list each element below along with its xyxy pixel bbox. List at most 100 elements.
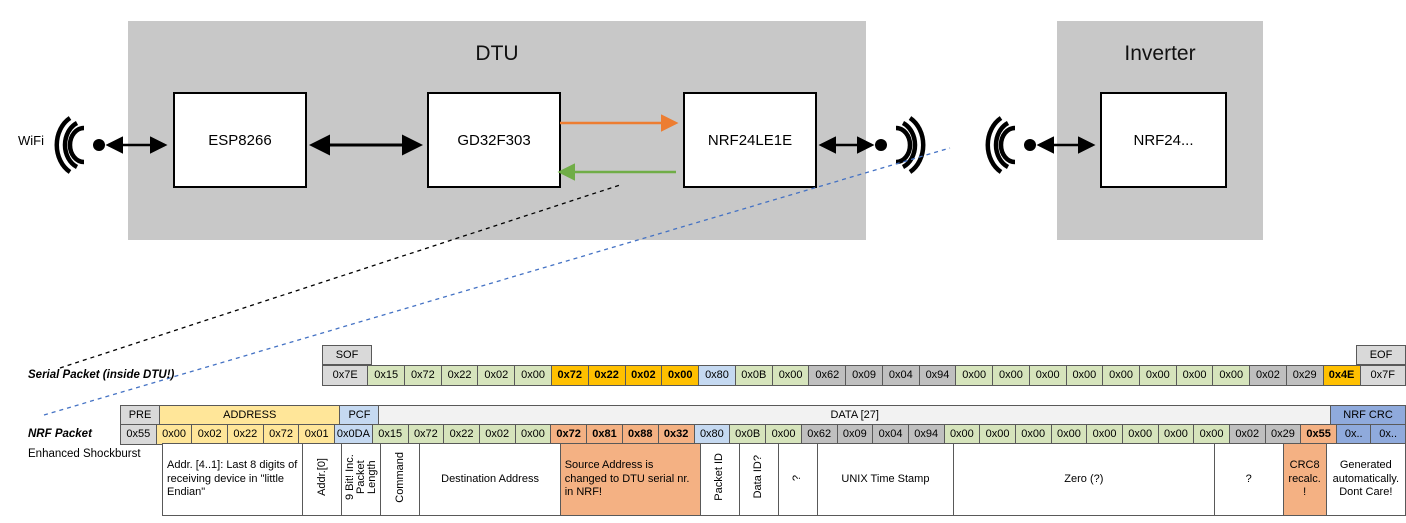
nrf-byte-cell: 0x.. [1336, 424, 1372, 445]
nrf-description-text: Packet ID [713, 453, 726, 501]
chip-nrf24-label: NRF24... [1133, 131, 1194, 149]
nrf-group-header: PCF [339, 405, 380, 425]
nrf-byte-cell: 0x55 [1300, 424, 1338, 445]
serial-byte-cell: 0x02 [1249, 365, 1287, 386]
serial-byte-cell: 0x80 [698, 365, 736, 386]
serial-byte-cell: 0x00 [661, 365, 700, 386]
chip-nrf24le1e-label: NRF24LE1E [707, 131, 793, 149]
serial-byte-cell: 0x72 [550, 365, 589, 386]
nrf-byte-cell: 0x00 [514, 424, 552, 445]
serial-byte-cell: 0x62 [808, 365, 847, 386]
nrf-group-header: ADDRESS [158, 405, 341, 425]
serial-byte-cell: 0x00 [1175, 365, 1214, 386]
nrf-byte-cell: 0x00 [1121, 424, 1159, 445]
nrf-description-cell: Command [380, 443, 421, 516]
nrf-byte-cell: 0x02 [1228, 424, 1266, 445]
nrf-description-text: Command [393, 451, 406, 503]
dtu-title: DTU [475, 42, 519, 65]
nrf-byte-cell: 0x00 [1086, 424, 1123, 445]
nrf-byte-cell: 0x88 [621, 424, 659, 445]
chip-esp8266-label: ESP8266 [208, 131, 272, 149]
nrf-byte-cell: 0x22 [443, 424, 480, 445]
nrf-byte-cell: 0x02 [478, 424, 516, 445]
serial-byte-cell: 0x15 [367, 365, 406, 386]
nrf-description-text: ? [791, 475, 804, 482]
nrf-description-cell: Destination Address [419, 443, 561, 516]
nrf-byte-cell: 0x94 [907, 424, 945, 445]
nrf-description-row: Addr. [4..1]: Last 8 digits of receiving… [120, 443, 1406, 516]
nrf-byte-cell: 0x00 [1050, 424, 1088, 445]
serial-byte-cell: 0x00 [1138, 365, 1177, 386]
nrf-byte-cell: 0x04 [872, 424, 909, 445]
nrf-byte-cell: 0x80 [693, 424, 731, 445]
nrf-byte-cell: 0x72 [550, 424, 588, 445]
nrf-description-cell: Zero (?) [953, 443, 1215, 516]
nrf-description-cell: UNIX Time Stamp [816, 443, 955, 516]
serial-byte-cell: 0x00 [1102, 365, 1140, 386]
wifi-label: WiFi [18, 133, 44, 148]
serial-packet-label: Serial Packet (inside DTU!) [28, 369, 175, 381]
nrf-byte-cell: 0x00 [1193, 424, 1230, 445]
nrf-byte-cell: 0x00 [1014, 424, 1052, 445]
nrf-description-cell: ? [1213, 443, 1284, 516]
nrf-byte-cell: 0x09 [836, 424, 874, 445]
nrf-group-header: PRE [120, 405, 160, 425]
serial-byte-cell: 0x00 [1028, 365, 1067, 386]
serial-byte-cell: 0x02 [477, 365, 516, 386]
serial-byte-cell: 0x22 [440, 365, 479, 386]
serial-byte-cell: 0x04 [881, 365, 920, 386]
serial-byte-cell: 0x72 [404, 365, 442, 386]
nrf-byte-cell: 0x72 [262, 424, 300, 445]
nrf-byte-cell: 0x55 [120, 424, 157, 445]
chip-gd32f303-label: GD32F303 [457, 131, 531, 149]
serial-byte-cell: 0x29 [1285, 365, 1324, 386]
serial-header-row: SOF EOF [322, 345, 1406, 365]
nrf-byte-cell: 0x.. [1370, 424, 1406, 445]
serial-byte-cell: 0x02 [624, 365, 663, 386]
nrf-description-text: Data ID? [752, 455, 765, 499]
nrf-byte-cell: 0x0B [729, 424, 767, 445]
nrf-byte-cell: 0x00 [979, 424, 1016, 445]
serial-byte-cell: 0x94 [918, 365, 957, 386]
serial-byte-cell: 0x00 [1065, 365, 1104, 386]
nrf-description-cell: Addr.[0] [302, 443, 343, 516]
nrf-description-cell: Data ID? [738, 443, 779, 516]
nrf-description-cell: 9 Bit! Inc. Packet Length [341, 443, 382, 516]
inverter-antenna-dot [1024, 139, 1036, 151]
nrf-description-text: 9 Bit! Inc. Packet Length [343, 454, 378, 500]
nrf-byte-cell: 0x29 [1264, 424, 1302, 445]
nrf-byte-cell: 0x81 [586, 424, 623, 445]
serial-sof-value: 0x7E [321, 365, 369, 386]
chip-nrf24: NRF24... [1100, 92, 1227, 188]
nrf-byte-cell: 0x32 [657, 424, 695, 445]
nrf-description-cell: ? [777, 443, 818, 516]
nrf-packet-label: NRF Packet [28, 428, 92, 440]
nrf-group-header: NRF CRC [1330, 405, 1406, 425]
nrf-description-cell [120, 444, 163, 516]
nrf-description-cell: Packet ID [699, 443, 740, 516]
nrf-description-cell: Source Address is changed to DTU serial … [559, 443, 701, 516]
serial-byte-cell: 0x22 [587, 365, 626, 386]
sof-header: SOF [322, 345, 372, 365]
nrf-byte-cell: 0x00 [943, 424, 981, 445]
nrf-description-cell: Addr. [4..1]: Last 8 digits of receiving… [161, 443, 304, 516]
nrf-byte-cell: 0x0DA [334, 424, 373, 445]
serial-byte-cell: 0x00 [955, 365, 994, 386]
inverter-antenna-icon [985, 116, 1016, 174]
serial-byte-cell: 0x00 [771, 365, 810, 386]
nrf-byte-cell: 0x62 [800, 424, 838, 445]
nrf-byte-cell: 0x22 [227, 424, 264, 445]
nrf-description-cell: CRC8 recalc. ! [1282, 443, 1327, 516]
inverter-title: Inverter [1124, 42, 1196, 65]
serial-byte-cell: 0x4E [1322, 365, 1361, 386]
eof-header: EOF [1356, 345, 1406, 365]
nrf-byte-cell: 0x02 [191, 424, 229, 445]
serial-byte-cell: 0x00 [1212, 365, 1251, 386]
nrf-group-header: DATA [27] [378, 405, 1332, 425]
nrf-description-text: Addr.[0] [315, 458, 328, 496]
serial-byte-cell: 0x0B [734, 365, 773, 386]
